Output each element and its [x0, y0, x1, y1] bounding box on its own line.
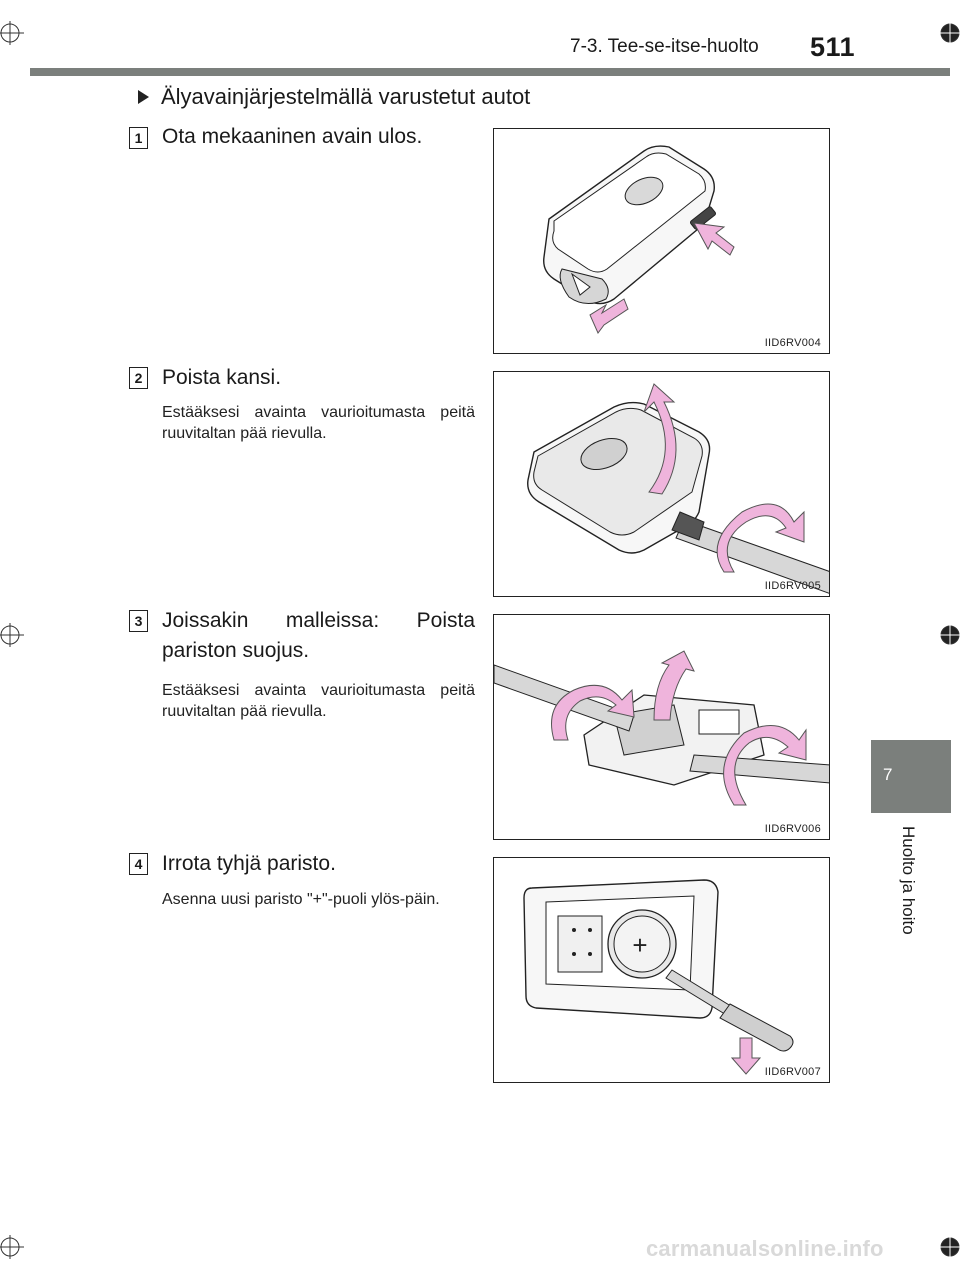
figure-remove-battery: + IID6RV007 [493, 857, 830, 1083]
registration-mark-mid-left [0, 620, 30, 650]
registration-mark-mid-right [932, 620, 960, 650]
header-rule [30, 68, 950, 76]
chapter-number: 7 [883, 765, 893, 784]
step-title-1: Ota mekaaninen avain ulos. [162, 125, 423, 148]
running-header-section: 7-3. Tee-se-itse-huolto [570, 36, 759, 57]
registration-mark-bottom-left [0, 1232, 30, 1262]
section-heading: Älyavainjärjestelmällä varustetut autot [138, 84, 530, 110]
battery-plus-label: + [632, 930, 647, 960]
step-title-2: Poista kansi. [162, 366, 282, 389]
registration-mark-bottom-right [932, 1232, 960, 1262]
chapter-tab [871, 740, 951, 813]
step-note-2: Estääksesi avainta vaurioitumasta peitä … [162, 404, 475, 442]
figure-code-3: IID6RV006 [764, 823, 821, 835]
figure-remove-mechanical-key: IID6RV004 [493, 128, 830, 354]
step-number-2: 2 [129, 367, 148, 389]
figure-code-1: IID6RV004 [764, 337, 821, 349]
registration-mark-top-right [932, 18, 960, 48]
step-number-3: 3 [129, 610, 148, 632]
page-number: 511 [810, 32, 856, 62]
watermark: carmanualsonline.info [646, 1236, 884, 1261]
figure-code-2: IID6RV005 [764, 580, 821, 592]
step-note-3: Estääksesi avainta vaurioitumasta peitä … [162, 682, 475, 720]
step-title-3-line2: pariston suojus. [162, 639, 310, 662]
chapter-title: Huolto ja hoito [899, 826, 918, 935]
section-heading-text: Älyavainjärjestelmällä varustetut autot [161, 84, 531, 109]
step-number-4: 4 [129, 853, 148, 875]
registration-mark-top-left [0, 18, 30, 48]
figure-code-4: IID6RV007 [764, 1066, 821, 1078]
figure-remove-battery-cover: IID6RV006 [493, 614, 830, 840]
triangle-bullet-icon [138, 90, 149, 104]
step-number-1: 1 [129, 127, 148, 149]
step-title-3-line1: Joissakin malleissa: Poista [162, 609, 475, 632]
step-title-4: Irrota tyhjä paristo. [162, 852, 336, 875]
figure-remove-cover: IID6RV005 [493, 371, 830, 597]
step-note-4: Asenna uusi paristo "+"-puoli ylös-päin. [162, 891, 440, 908]
